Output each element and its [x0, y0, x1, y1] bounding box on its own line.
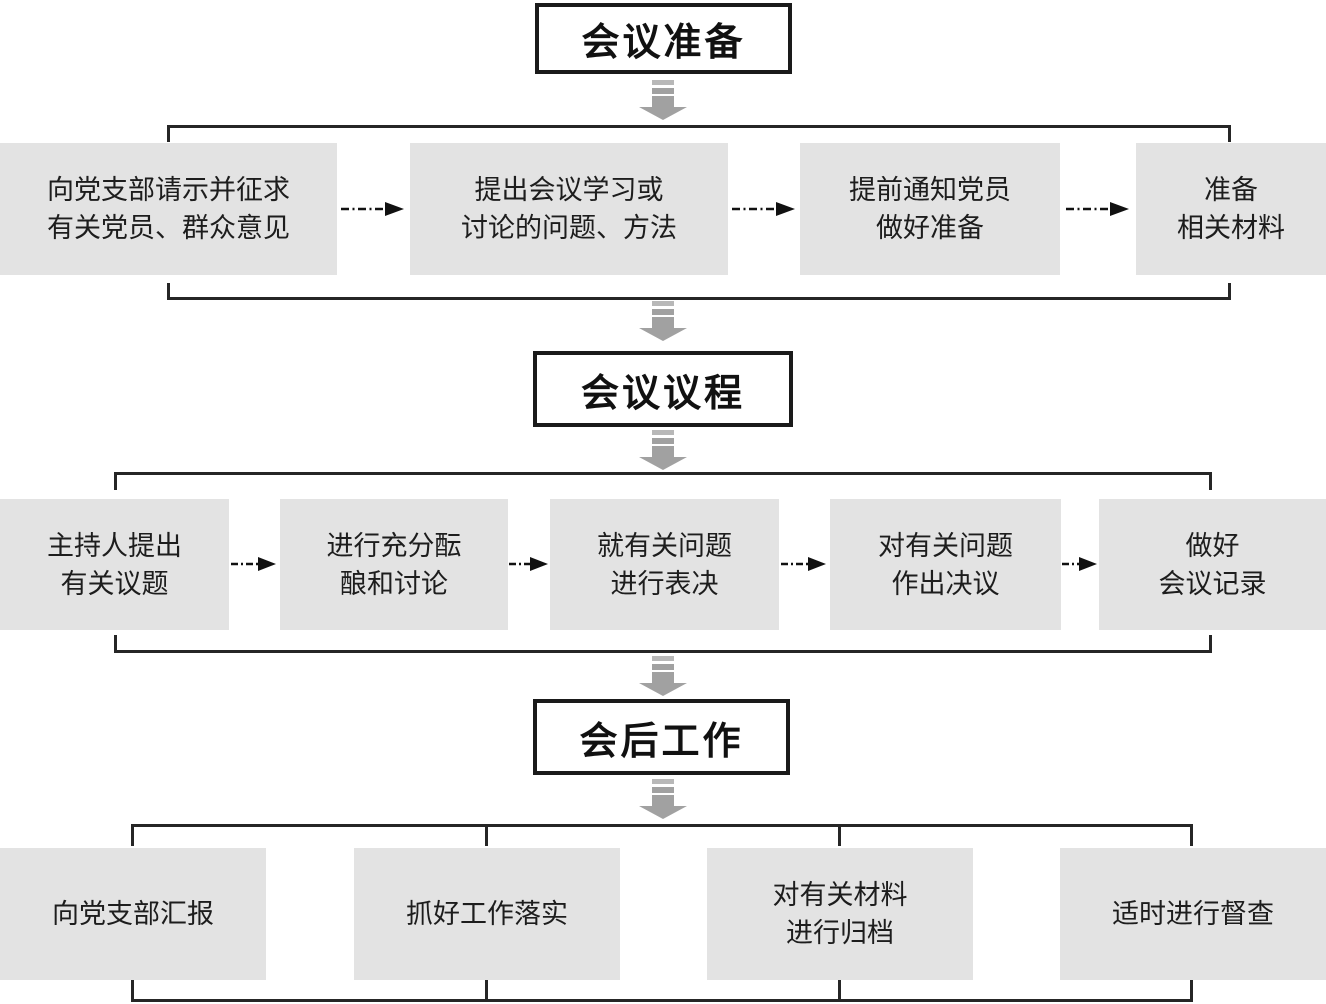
- stage-title-agenda: 会议议程: [533, 351, 793, 427]
- right-arrow-icon: [231, 557, 276, 571]
- bracket-stub: [838, 824, 841, 846]
- bracket-stub: [485, 980, 488, 1000]
- step-box: 向党支部请示并征求 有关党员、群众意见: [0, 143, 337, 275]
- bracket-stub: [1228, 283, 1231, 300]
- step-box: 对有关问题 作出决议: [830, 499, 1061, 630]
- bracket-stub: [131, 980, 134, 1000]
- right-arrow-icon: [509, 557, 548, 571]
- bracket-stub: [167, 125, 170, 142]
- bracket-stub: [131, 824, 134, 846]
- step-box: 提出会议学习或 讨论的问题、方法: [410, 143, 728, 275]
- step-box: 抓好工作落实: [354, 848, 620, 980]
- step-box: 对有关材料 进行归档: [707, 848, 973, 980]
- down-arrow-icon: [639, 301, 687, 341]
- bracket-stub: [1228, 125, 1231, 142]
- right-arrow-icon: [341, 202, 404, 216]
- bracket-stub: [485, 824, 488, 846]
- bracket-line: [167, 297, 1231, 300]
- right-arrow-icon: [732, 202, 795, 216]
- down-arrow-icon: [639, 656, 687, 696]
- down-arrow-icon: [639, 80, 687, 120]
- bracket-stub: [1190, 980, 1193, 1000]
- bracket-line: [131, 999, 1193, 1002]
- bracket-line: [114, 472, 1212, 475]
- bracket-stub: [114, 635, 117, 653]
- bracket-stub: [1190, 824, 1193, 846]
- step-box: 进行充分酝 酿和讨论: [280, 499, 508, 630]
- step-box: 准备 相关材料: [1136, 143, 1326, 275]
- bracket-stub: [1209, 635, 1212, 653]
- step-box: 提前通知党员 做好准备: [800, 143, 1060, 275]
- bracket-line: [167, 125, 1231, 128]
- right-arrow-icon: [781, 557, 826, 571]
- step-box: 适时进行督查: [1060, 848, 1326, 980]
- step-box: 就有关问题 进行表决: [550, 499, 779, 630]
- bracket-line: [114, 650, 1212, 653]
- stage-title-preparation: 会议准备: [535, 3, 792, 74]
- bracket-line: [131, 824, 1193, 827]
- right-arrow-icon: [1066, 202, 1129, 216]
- step-box: 向党支部汇报: [0, 848, 266, 980]
- down-arrow-icon: [639, 430, 687, 470]
- stage-title-followup: 会后工作: [533, 699, 790, 775]
- step-box: 做好 会议记录: [1099, 499, 1326, 630]
- step-box: 主持人提出 有关议题: [0, 499, 229, 630]
- bracket-stub: [114, 472, 117, 490]
- bracket-stub: [838, 980, 841, 1000]
- right-arrow-icon: [1062, 557, 1097, 571]
- bracket-stub: [167, 283, 170, 300]
- down-arrow-icon: [639, 779, 687, 819]
- bracket-stub: [1209, 472, 1212, 490]
